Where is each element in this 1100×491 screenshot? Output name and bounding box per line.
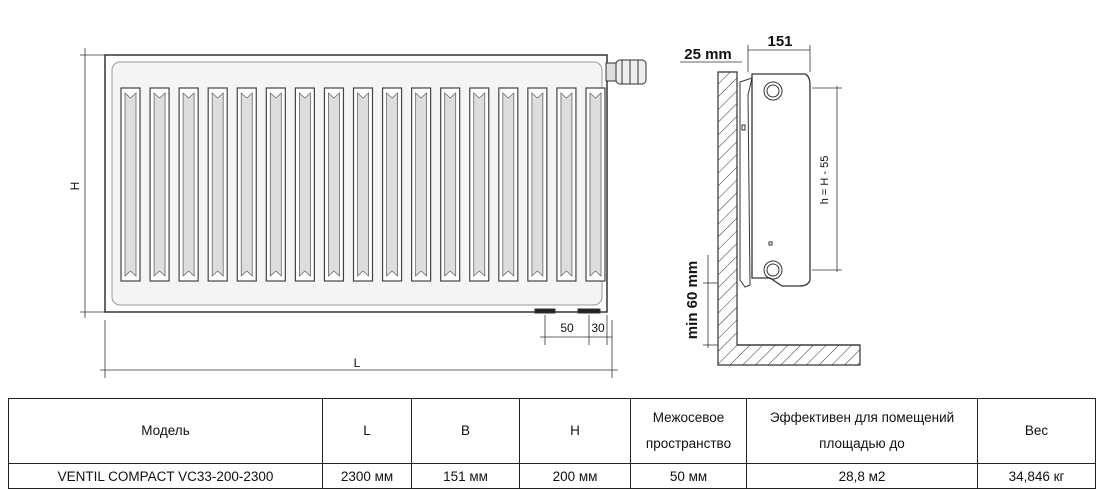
radiator-slot-inner <box>298 92 311 277</box>
front-view <box>80 48 647 378</box>
radiator-slot-inner <box>502 92 515 277</box>
header-l: L <box>322 398 412 464</box>
radiator-slot-inner <box>182 92 195 277</box>
cell-weight: 34,846 кг <box>977 463 1096 489</box>
radiator-slot-inner <box>415 92 428 277</box>
connector-spacing-label: 50 <box>560 321 574 335</box>
radiator-slot-inner <box>211 92 224 277</box>
cell-b: 151 мм <box>411 463 520 489</box>
radiator-slot-inner <box>560 92 573 277</box>
radiator-slot-inner <box>473 92 486 277</box>
axis-distance-label: h = H - 55 <box>819 156 831 205</box>
length-label: L <box>354 356 361 370</box>
radiator-technical-drawing: H L 50 30 25 mm 151 h = H - 55 min 60 mm <box>68 33 861 378</box>
table-row: VENTIL COMPACT VC33-200-2300 2300 мм 151… <box>8 463 1096 489</box>
header-axis-distance: Межосевое пространство <box>630 398 747 464</box>
radiator-slot-inner <box>357 92 369 277</box>
header-area: Эффективен для помещений площадью до <box>746 398 978 464</box>
radiator-slot-inner <box>153 92 166 277</box>
bottom-connector <box>534 308 556 314</box>
header-line: Межосевое <box>652 410 725 425</box>
header-line: площадью до <box>819 436 905 451</box>
specifications-table: Модель L B H Межосевое пространство Эффек… <box>8 398 1096 489</box>
radiator-slot-inner <box>269 92 282 277</box>
header-weight: Вес <box>977 398 1096 464</box>
radiator-slot-inner <box>444 92 457 277</box>
floor-gap-label: min 60 mm <box>684 261 701 339</box>
cell-l: 2300 мм <box>322 463 412 489</box>
header-line: Эффективен для помещений <box>769 410 955 425</box>
radiator-slot-inner <box>589 92 602 277</box>
cell-area: 28,8 м2 <box>746 463 978 489</box>
side-view <box>680 45 861 366</box>
radiator-slot-inner <box>386 92 398 277</box>
table-header-row: Модель L B H Межосевое пространство Эффек… <box>8 398 1096 464</box>
header-b: B <box>411 398 520 464</box>
radiator-slots <box>120 87 606 282</box>
depth-label: 151 <box>767 33 792 50</box>
radiator-slot-inner <box>240 92 253 277</box>
header-line: пространство <box>645 436 732 451</box>
radiator-slot-inner <box>531 92 544 277</box>
radiator-slot-inner <box>124 92 137 277</box>
header-h: H <box>519 398 631 464</box>
wall-gap-label: 25 mm <box>684 46 732 63</box>
bottom-connector <box>577 308 601 314</box>
cell-axis-distance: 50 мм <box>630 463 747 489</box>
radiator-slot-inner <box>328 92 340 277</box>
header-model: Модель <box>8 398 323 464</box>
connector-offset-label: 30 <box>591 321 605 335</box>
cell-h: 200 мм <box>519 463 631 489</box>
cell-model: VENTIL COMPACT VC33-200-2300 <box>8 463 323 489</box>
thermostatic-valve-icon <box>605 59 647 85</box>
height-label: H <box>68 182 82 191</box>
